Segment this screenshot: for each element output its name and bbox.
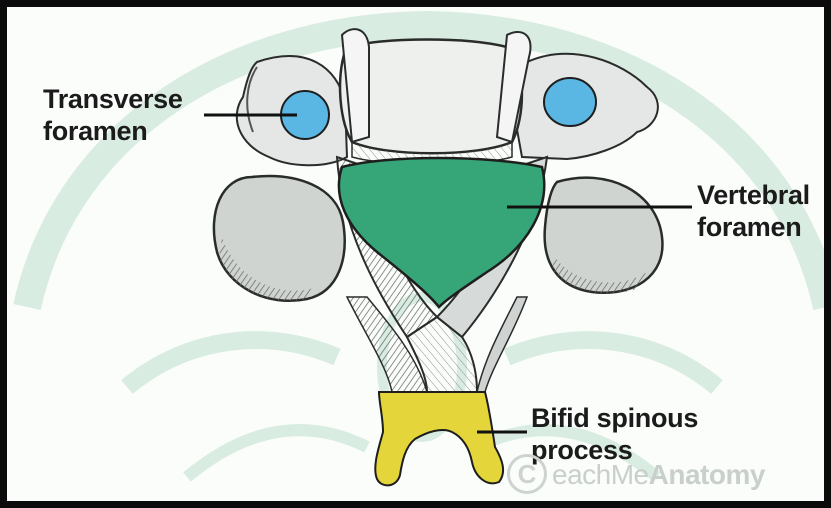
label-vertebral-line2: foramen [697, 211, 810, 243]
label-transverse-line1: Transverse [43, 83, 183, 115]
label-vertebral-foramen: Vertebral foramen [697, 179, 810, 243]
label-vertebral-line1: Vertebral [697, 179, 810, 211]
label-bifid-line1: Bifid spinous [531, 402, 698, 434]
vertebral-body [340, 29, 530, 164]
watermark-text: eachMeAnatomy [552, 459, 765, 491]
right-transverse-foramen-shape [544, 78, 596, 126]
label-transverse-foramen: Transverse foramen [43, 83, 183, 147]
label-bifid-spinous-process: Bifid spinous process [531, 402, 698, 466]
watermark-bold: Anatomy [649, 459, 765, 490]
bifid-spinous-process-shape [375, 392, 503, 485]
copyright-icon: C [507, 454, 547, 494]
label-transverse-line2: foramen [43, 115, 183, 147]
watermark-pre: eachMe [552, 459, 649, 490]
vertebral-foramen-shape [339, 158, 544, 307]
left-transverse-process [214, 56, 347, 301]
